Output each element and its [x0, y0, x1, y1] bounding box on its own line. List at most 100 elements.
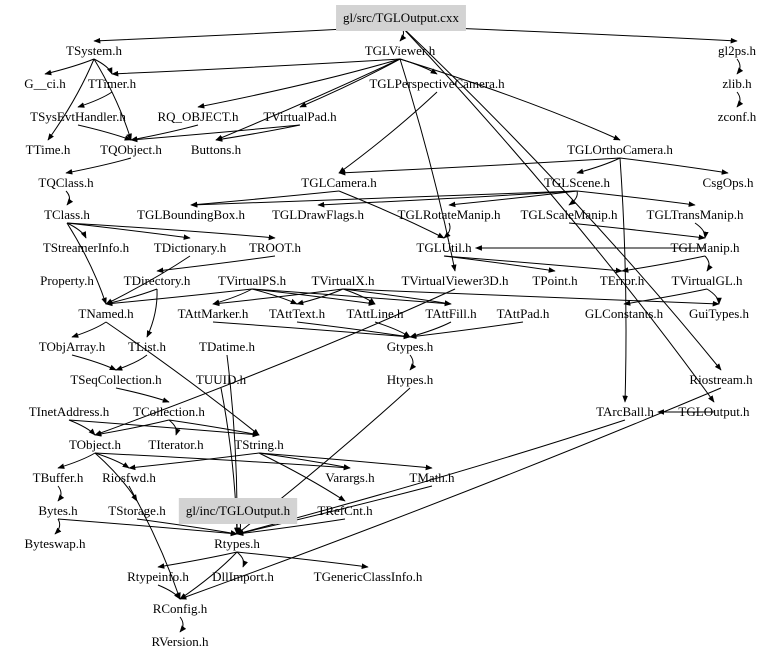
node-tqobject-h[interactable]: TQObject.h — [100, 142, 162, 157]
node-tglviewer-h[interactable]: TGLViewer.h — [365, 43, 436, 58]
node-label: Property.h — [40, 273, 94, 288]
edge-tvirtualpad-to-buttons — [215, 124, 301, 142]
node-tstorage-h[interactable]: TStorage.h — [108, 503, 166, 518]
node-troot-h[interactable]: TROOT.h — [249, 240, 302, 255]
edge-troot-to-tdirectory — [156, 255, 276, 274]
node-tglboundingbox-h[interactable]: TGLBoundingBox.h — [137, 207, 245, 222]
node-tglrotatemanip-h[interactable]: TGLRotateManip.h — [398, 207, 501, 222]
node-tglcamera-h[interactable]: TGLCamera.h — [301, 175, 377, 190]
node-csgops-h[interactable]: CsgOps.h — [703, 175, 754, 190]
node-rtypes-h[interactable]: Rtypes.h — [214, 536, 260, 551]
node-tattmarker-h[interactable]: TAttMarker.h — [178, 306, 249, 321]
node-tuuid-h[interactable]: TUUID.h — [196, 372, 247, 387]
node-riosfwd-h[interactable]: Riosfwd.h — [102, 470, 156, 485]
node-tnamed-h[interactable]: TNamed.h — [78, 306, 134, 321]
node-buttons-h[interactable]: Buttons.h — [191, 142, 242, 157]
edge-rtypes-to-tgenericclassinfo — [236, 551, 369, 569]
node-rq-object-h[interactable]: RQ_OBJECT.h — [157, 109, 239, 124]
node-tglutil-h[interactable]: TGLUtil.h — [416, 240, 472, 255]
node-tbuffer-h[interactable]: TBuffer.h — [33, 470, 84, 485]
node-tdictionary-h[interactable]: TDictionary.h — [154, 240, 227, 255]
node-tdatime-h[interactable]: TDatime.h — [199, 339, 255, 354]
node-riostream-h[interactable]: Riostream.h — [689, 372, 753, 387]
node-tvirtualviewer3d-h[interactable]: TVirtualViewer3D.h — [401, 273, 509, 288]
node-tglorthocamera-h[interactable]: TGLOrthoCamera.h — [567, 142, 673, 157]
node-label: TVirtualPS.h — [218, 273, 287, 288]
node-label: TAttPad.h — [497, 306, 550, 321]
node-htypes-h[interactable]: Htypes.h — [387, 372, 434, 387]
node-tvirtualx-h[interactable]: TVirtualX.h — [311, 273, 375, 288]
node-tsysevthandler-h[interactable]: TSysEvtHandler.h — [30, 109, 126, 124]
node-label: TQClass.h — [38, 175, 94, 190]
edge-riostream-to-rconfig — [179, 387, 722, 600]
node-tattpad-h[interactable]: TAttPad.h — [497, 306, 550, 321]
node-byteswap-h[interactable]: Byteswap.h — [24, 536, 86, 551]
node-tglscalemanip-h[interactable]: TGLScaleManip.h — [520, 207, 618, 222]
node-gl-inc-tgloutput-h[interactable]: gl/inc/TGLOutput.h — [178, 498, 298, 524]
node-tobject-h[interactable]: TObject.h — [69, 437, 122, 452]
node-tinetaddress-h[interactable]: TInetAddress.h — [29, 404, 110, 419]
node-gl2ps-h[interactable]: gl2ps.h — [718, 43, 756, 58]
node-label: RVersion.h — [151, 634, 209, 649]
node-titerator-h[interactable]: TIterator.h — [148, 437, 204, 452]
node-tglscene-h[interactable]: TGLScene.h — [544, 175, 611, 190]
edge-tbuffer-to-bytes — [57, 485, 65, 502]
node-tvirtualps-h[interactable]: TVirtualPS.h — [218, 273, 287, 288]
node-rversion-h[interactable]: RVersion.h — [151, 634, 209, 649]
node-tlist-h[interactable]: TList.h — [128, 339, 166, 354]
node-label: TGLOutput.h — [678, 404, 750, 419]
node-ttimer-h[interactable]: TTimer.h — [88, 76, 137, 91]
node-ttime-h[interactable]: TTime.h — [26, 142, 71, 157]
node-tstreamerinfo-h[interactable]: TStreamerInfo.h — [43, 240, 130, 255]
node-property-h[interactable]: Property.h — [40, 273, 94, 288]
node-tsystem-h[interactable]: TSystem.h — [66, 43, 122, 58]
node-label: Bytes.h — [38, 503, 78, 518]
node-tmath-h[interactable]: TMath.h — [409, 470, 455, 485]
node-tdirectory-h[interactable]: TDirectory.h — [124, 273, 191, 288]
node-tglperspectivecamera-h[interactable]: TGLPerspectiveCamera.h — [369, 76, 505, 91]
node-gtypes-h[interactable]: Gtypes.h — [387, 339, 434, 354]
node-label: TGLTransManip.h — [647, 207, 744, 222]
node-label: TVirtualPad.h — [263, 109, 337, 124]
node-terror-h[interactable]: TError.h — [600, 273, 645, 288]
node-tgltransmanip-h[interactable]: TGLTransManip.h — [647, 207, 744, 222]
node-label: TSeqCollection.h — [70, 372, 162, 387]
node-tseqcollection-h[interactable]: TSeqCollection.h — [70, 372, 162, 387]
node-label: gl2ps.h — [718, 43, 756, 58]
node-guitypes-h[interactable]: GuiTypes.h — [689, 306, 750, 321]
node-rconfig-h[interactable]: RConfig.h — [153, 601, 208, 616]
node-tgenericclassinfo-h[interactable]: TGenericClassInfo.h — [314, 569, 423, 584]
edge-tglscene-to-tgltransmanip — [576, 190, 696, 207]
node-tvirtualgl-h[interactable]: TVirtualGL.h — [671, 273, 743, 288]
node-zlib-h[interactable]: zlib.h — [722, 76, 752, 91]
node-tglmanip-h[interactable]: TGLManip.h — [671, 240, 740, 255]
edge-tnamed-to-tobjarray — [71, 321, 107, 338]
node-dllimport-h[interactable]: DllImport.h — [212, 569, 274, 584]
node-glconstants-h[interactable]: GLConstants.h — [585, 306, 664, 321]
node-varargs-h[interactable]: Varargs.h — [325, 470, 375, 485]
node-label: TAttText.h — [269, 306, 326, 321]
node-tgldrawflags-h[interactable]: TGLDrawFlags.h — [272, 207, 365, 222]
node-tobjarray-h[interactable]: TObjArray.h — [39, 339, 106, 354]
node-tatttext-h[interactable]: TAttText.h — [269, 306, 326, 321]
node-bytes-h[interactable]: Bytes.h — [38, 503, 78, 518]
node-tpoint-h[interactable]: TPoint.h — [532, 273, 578, 288]
node-tqclass-h[interactable]: TQClass.h — [38, 175, 94, 190]
node-trefcnt-h[interactable]: TRefCnt.h — [317, 503, 373, 518]
node-tclass-h[interactable]: TClass.h — [44, 207, 90, 222]
node-zconf-h[interactable]: zconf.h — [718, 109, 757, 124]
node-g-ci-h[interactable]: G__ci.h — [24, 76, 66, 91]
edge-tobject-to-varargs — [94, 452, 351, 471]
node-tvirtualpad-h[interactable]: TVirtualPad.h — [263, 109, 337, 124]
node-tstring-h[interactable]: TString.h — [234, 437, 284, 452]
node-gl-src-tgloutput-cxx[interactable]: gl/src/TGLOutput.cxx — [336, 5, 466, 31]
node-tgloutput-h[interactable]: TGLOutput.h — [678, 404, 750, 419]
node-tcollection-h[interactable]: TCollection.h — [133, 404, 205, 419]
edge-tglorthocamera-to-tglcamera — [338, 157, 621, 176]
node-tattline-h[interactable]: TAttLine.h — [346, 306, 404, 321]
edge-tstring-to-riosfwd — [128, 452, 260, 471]
node-rtypeinfo-h[interactable]: Rtypeinfo.h — [127, 569, 189, 584]
node-tarcball-h[interactable]: TArcBall.h — [596, 404, 654, 419]
node-tattfill-h[interactable]: TAttFill.h — [425, 306, 477, 321]
